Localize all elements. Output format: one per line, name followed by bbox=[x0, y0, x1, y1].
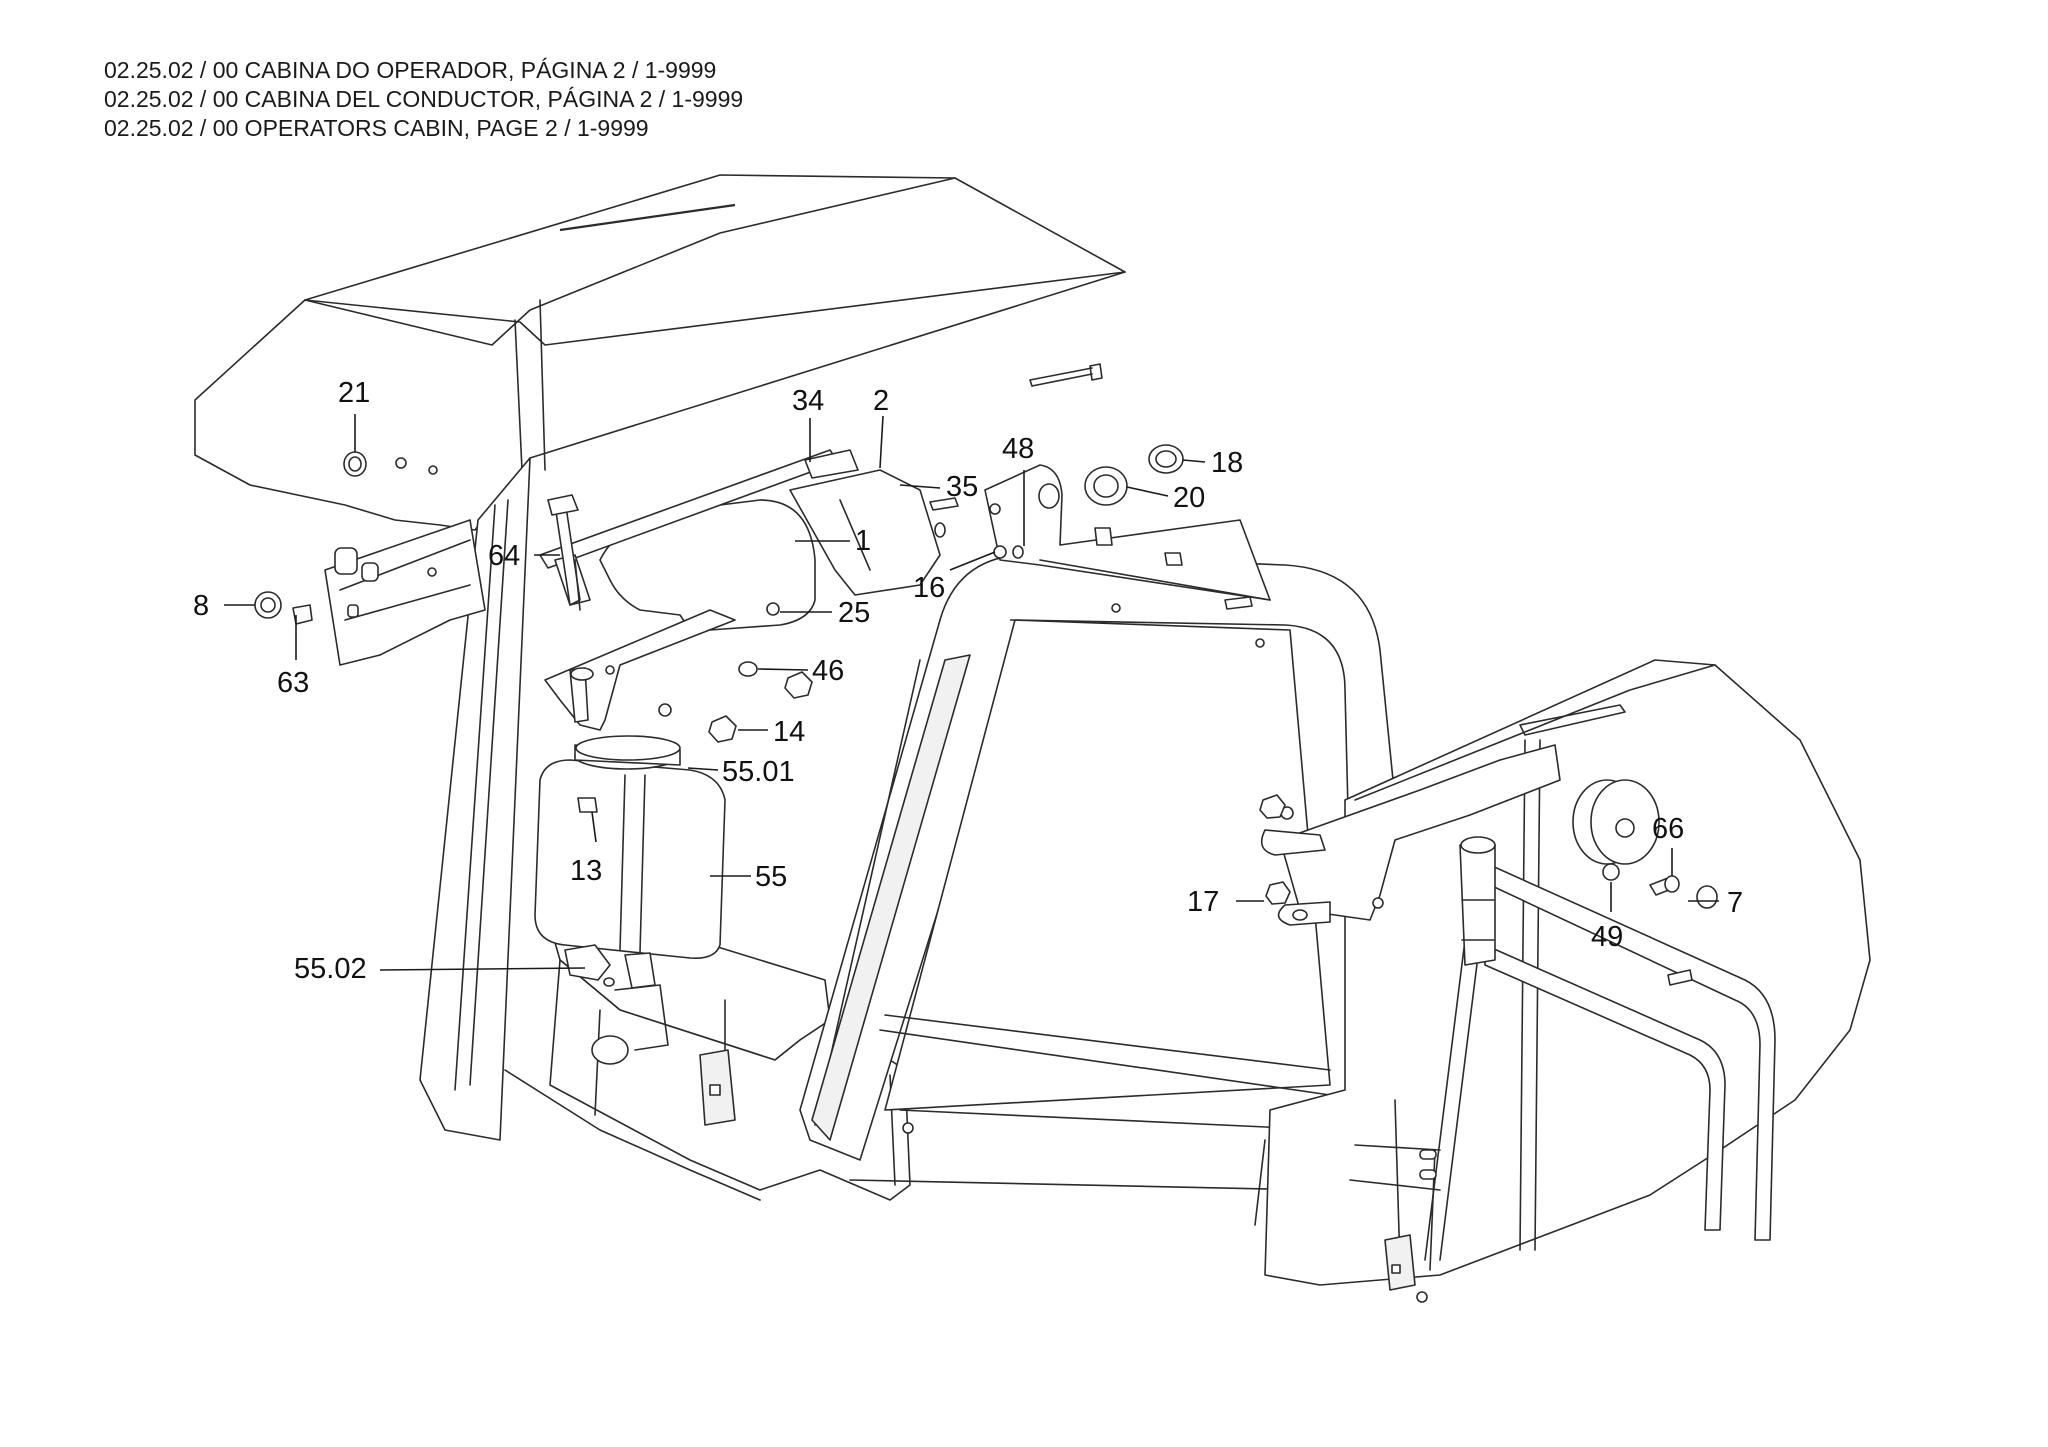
callout-46: 46 bbox=[812, 655, 844, 687]
rear-hinge-bracket bbox=[1260, 744, 1561, 926]
callout-55: 55 bbox=[755, 861, 787, 893]
callout-64: 64 bbox=[488, 540, 520, 572]
callout-55-02: 55.02 bbox=[294, 953, 367, 985]
callout-17: 17 bbox=[1187, 886, 1219, 918]
callout-7: 7 bbox=[1727, 887, 1743, 919]
callout-21: 21 bbox=[338, 377, 370, 409]
callout-48: 48 bbox=[1002, 433, 1034, 465]
wiper-motor-assembly bbox=[539, 449, 959, 631]
left-side-mount bbox=[324, 519, 486, 666]
title-line-portuguese: 02.25.02 / 00 CABINA DO OPERADOR, PÁGINA… bbox=[104, 57, 717, 83]
callout-14: 14 bbox=[773, 716, 805, 748]
callout-18: 18 bbox=[1211, 447, 1243, 479]
callout-13: 13 bbox=[570, 855, 602, 887]
door-frame bbox=[799, 553, 1401, 1226]
callout-55-01: 55.01 bbox=[722, 756, 795, 788]
callout-8: 8 bbox=[193, 590, 209, 622]
callout-25: 25 bbox=[838, 597, 870, 629]
callout-49: 49 bbox=[1591, 921, 1623, 953]
callout-63: 63 bbox=[277, 667, 309, 699]
callout-34: 34 bbox=[792, 385, 824, 417]
leader-lines bbox=[224, 414, 1719, 971]
callout-2: 2 bbox=[873, 385, 889, 417]
title-line-spanish: 02.25.02 / 00 CABINA DEL CONDUCTOR, PÁGI… bbox=[104, 86, 744, 112]
grab-rail bbox=[1459, 836, 1776, 1241]
loose-parts bbox=[254, 444, 1718, 986]
callout-66: 66 bbox=[1652, 813, 1684, 845]
cabin-roof bbox=[194, 174, 1126, 531]
drawing-title-block: 02.25.02 / 00 CABINA DO OPERADOR, PÁGINA… bbox=[104, 56, 743, 143]
title-line-english: 02.25.02 / 00 OPERATORS CABIN, PAGE 2 / … bbox=[104, 115, 649, 141]
callout-20: 20 bbox=[1173, 482, 1205, 514]
washer-reservoir bbox=[534, 735, 726, 989]
callout-35: 35 bbox=[946, 471, 978, 503]
callout-labels: 21 34 2 35 1 64 8 63 25 48 18 20 16 46 1… bbox=[193, 377, 1743, 985]
upper-hinge-plate bbox=[984, 464, 1271, 648]
motor-mount-bracket bbox=[544, 609, 736, 731]
callout-1: 1 bbox=[855, 525, 871, 557]
callout-16: 16 bbox=[913, 572, 945, 604]
